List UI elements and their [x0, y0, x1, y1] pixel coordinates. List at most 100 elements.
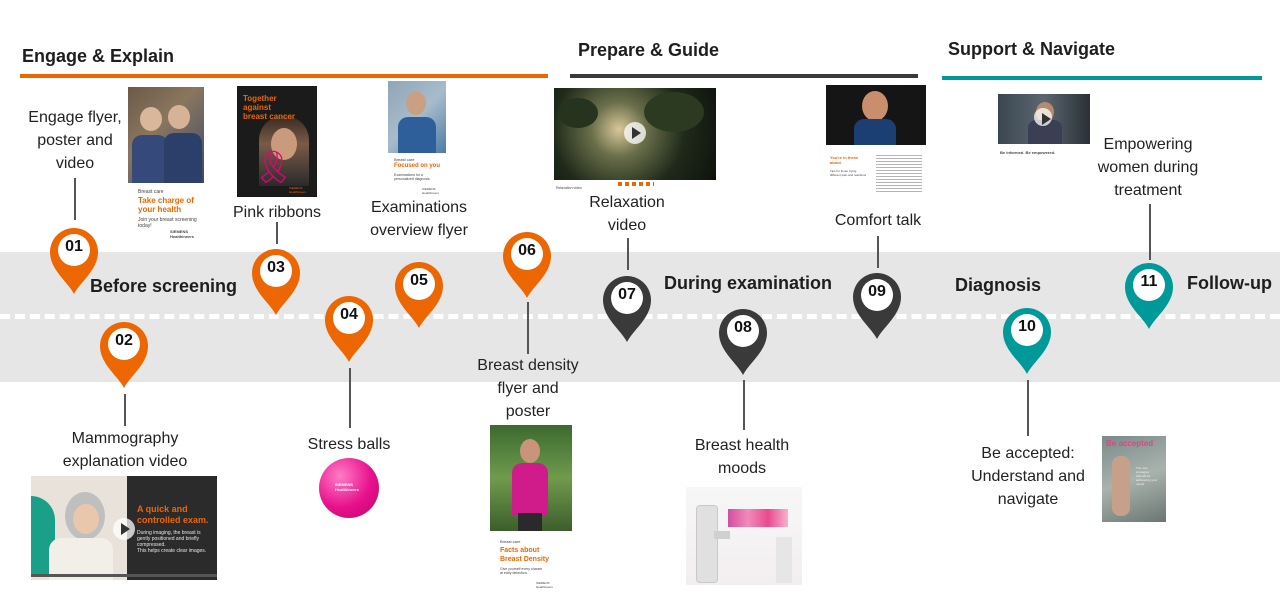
brand-logo: SIEMENS Healthineers: [170, 229, 195, 239]
connector-11: [1149, 204, 1151, 260]
step-label-03: Pink ribbons: [232, 204, 322, 221]
flyer-subline: Join your breast screening today!: [138, 217, 197, 229]
video-caption: Be informed. Be empowered.: [1000, 150, 1056, 155]
phase-title-prepare: Prepare & Guide: [578, 40, 720, 60]
map-pin-icon: [719, 309, 767, 375]
map-pin-icon: [100, 322, 148, 388]
flyer-headline: Focused on you: [394, 163, 441, 169]
step-label-01: Engage flyer, poster and video: [28, 109, 122, 172]
flyer-subline: Give yourself every chance at early dete…: [500, 567, 543, 575]
connector-04: [349, 368, 351, 428]
brand-logo: SIEMENS Healthineers: [422, 187, 439, 195]
pin-06: 06: [499, 228, 555, 300]
step-label-04: Stress balls: [307, 436, 391, 453]
examinations-flyer-thumbnail: Breast care Focused on you Examinations …: [388, 81, 446, 197]
poster-figure: [1112, 456, 1130, 516]
pin-02: 02: [96, 318, 152, 390]
be-accepted-poster-thumbnail: Be accepted The new strategies that will…: [1102, 436, 1166, 522]
flyer-kicker: Breast care: [138, 189, 164, 195]
map-pin-icon: [395, 262, 443, 328]
pin-11: 11: [1121, 259, 1177, 331]
step-label-10: Be accepted: Understand and navigate: [971, 445, 1085, 508]
step-label-06: Breast density flyer and poster: [477, 357, 579, 420]
poster-body: The new strategies that will be addressi…: [1136, 466, 1158, 486]
connector-02: [124, 394, 126, 426]
flyer-headline: Take charge of your health: [138, 196, 194, 214]
connector-09: [877, 236, 879, 268]
brand-logo: SIEMENS Healthineers: [536, 581, 553, 589]
flyer-headline: Facts about Breast Density: [500, 547, 550, 563]
map-pin-icon: [1125, 263, 1173, 329]
relaxation-video-thumbnail: Relaxation video: [554, 88, 716, 192]
flyer-kicker: Breast care: [500, 539, 521, 544]
flyer-subline: Examinations for a personalized diagnosi…: [394, 173, 430, 181]
pink-ribbon-poster-thumbnail: Together against breast cancer 🎗 SIEMENS…: [237, 86, 317, 197]
connector-06: [527, 302, 529, 354]
pin-09: 09: [849, 269, 905, 341]
phase-title-engage: Engage & Explain: [22, 46, 175, 66]
pin-03: 03: [248, 245, 304, 317]
connector-07: [627, 238, 629, 270]
step-label-07: Relaxation video: [589, 194, 665, 234]
flyer-photo: [490, 425, 572, 531]
map-pin-icon: [252, 249, 300, 315]
play-icon[interactable]: [624, 122, 646, 144]
map-pin-icon: [503, 232, 551, 298]
talk-photo: [826, 85, 926, 145]
phase-line-engage: [20, 74, 548, 78]
phase-line-support: [942, 76, 1262, 80]
flyer-photo: [388, 81, 446, 153]
connector-10: [1027, 380, 1029, 436]
connector-08: [743, 380, 745, 430]
engage-flyer-thumbnail: Breast care Take charge of your health J…: [128, 87, 204, 243]
brand-logo: SIEMENS Healthineers: [289, 186, 306, 194]
pin-05: 05: [391, 258, 447, 330]
pin-number: 02: [115, 332, 133, 349]
pin-number: 09: [868, 283, 886, 300]
talk-subline: Tips for those trying different pain and…: [830, 169, 867, 177]
stage-diagnosis: Diagnosis: [955, 275, 1042, 295]
pin-08: 08: [715, 305, 771, 377]
pin-number: 10: [1018, 318, 1036, 335]
pin-04: 04: [321, 292, 377, 364]
video-progress-bar[interactable]: [31, 574, 217, 577]
poster-title: Be accepted: [1106, 439, 1154, 448]
poster-portrait: [259, 116, 309, 186]
pin-number: 01: [65, 238, 83, 255]
map-pin-icon: [325, 296, 373, 362]
video-illustration: [31, 476, 127, 580]
map-pin-icon: [853, 273, 901, 339]
pink-ribbon-icon: 🎗: [253, 148, 294, 186]
step-label-11: Empowering women during treatment: [1097, 136, 1199, 199]
play-icon[interactable]: [113, 518, 135, 540]
pin-number: 04: [340, 306, 358, 323]
pin-number: 11: [1140, 273, 1158, 290]
stage-follow-up: Follow-up: [1187, 273, 1272, 293]
phase-line-prepare: [570, 74, 918, 78]
pin-number: 03: [267, 259, 285, 276]
map-pin-icon: [603, 276, 651, 342]
map-pin-icon: [1003, 308, 1051, 374]
pin-01: 01: [46, 224, 102, 296]
breast-health-moods-image: [686, 487, 802, 585]
pin-number: 08: [734, 319, 752, 336]
comfort-talk-thumbnail: You're in these about Tips for those try…: [826, 85, 926, 197]
pin-number: 06: [518, 242, 536, 259]
brand-logo: SIEMENS Healthineers: [335, 482, 360, 492]
stage-before-screening: Before screening: [90, 276, 238, 296]
phase-title-support: Support & Navigate: [948, 39, 1116, 59]
poster-headline: Together against breast cancer: [243, 94, 296, 121]
flyer-photo: [128, 87, 204, 183]
map-pin-icon: [50, 228, 98, 294]
video-frame: [554, 88, 716, 180]
talk-body-text: [876, 155, 922, 193]
empowering-video-thumbnail: Be informed. Be empowered.: [998, 94, 1090, 158]
video-body: During imaging, the breast is gently pos…: [137, 530, 207, 554]
mammography-unit: [696, 505, 718, 583]
play-icon[interactable]: [1034, 108, 1052, 126]
talk-headline: You're in these about: [830, 155, 859, 165]
connector-03: [276, 222, 278, 244]
step-label-02: Mammography explanation video: [62, 430, 188, 470]
pin-number: 05: [410, 272, 428, 289]
stress-ball-image: SIEMENS Healthineers: [319, 458, 379, 518]
